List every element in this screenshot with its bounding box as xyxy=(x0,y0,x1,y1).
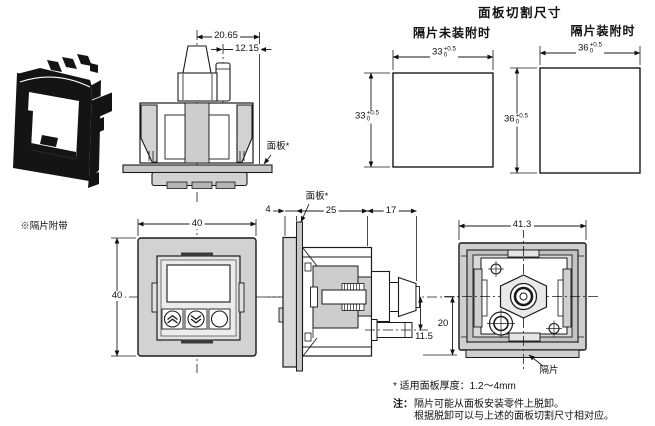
cutout-right-header: 隔片装附时 xyxy=(570,24,636,38)
isometric-caption: ※隔片附带 xyxy=(20,221,68,232)
note-line-2: 根据脱卸可以与上述的面板切割尺寸相对应。 xyxy=(414,411,614,422)
panel-callout-top-view: 面板* xyxy=(266,141,290,152)
page-title: 面板切割尺寸 xyxy=(477,6,563,20)
note-prefix: 注： xyxy=(393,399,413,410)
note-line-1: 注： 隔片可能从面板安装零件上脱卸。 xyxy=(393,398,564,411)
panel-cutout-left xyxy=(364,50,494,168)
dim-side-front: 4 xyxy=(265,204,271,215)
dim-side-depth: 25 xyxy=(323,205,339,216)
panel-callout-side-view: 面板* xyxy=(305,191,329,202)
dim-top-width: 20.65 xyxy=(212,30,240,41)
panel-cutout-right xyxy=(510,46,641,174)
note-panel-thickness: * 适用面板厚度：1.2～4mm xyxy=(393,381,516,392)
note-text-1: 隔片可能从面板安装零件上脱卸。 xyxy=(414,399,564,410)
down-chevron-icon xyxy=(190,314,202,324)
isometric-view xyxy=(13,54,113,188)
dim-rear-width: 41.3 xyxy=(510,219,534,230)
dim-front-height: 40 xyxy=(109,290,125,301)
up-chevron-icon xyxy=(167,314,178,324)
cutout-left-header: 隔片未装附时 xyxy=(412,26,492,40)
dim-top-port: 12.15 xyxy=(233,43,261,54)
spacer-callout: 隔片 xyxy=(539,365,559,376)
top-view xyxy=(122,30,273,202)
dim-front-width: 40 xyxy=(189,218,205,229)
dim-side-lower: 20 xyxy=(437,318,449,329)
dim-side-port-offset: 11.5 xyxy=(415,331,433,342)
side-view xyxy=(265,203,461,372)
front-view xyxy=(111,219,284,373)
rear-view xyxy=(444,220,601,369)
dim-side-rear: 17 xyxy=(383,205,399,216)
